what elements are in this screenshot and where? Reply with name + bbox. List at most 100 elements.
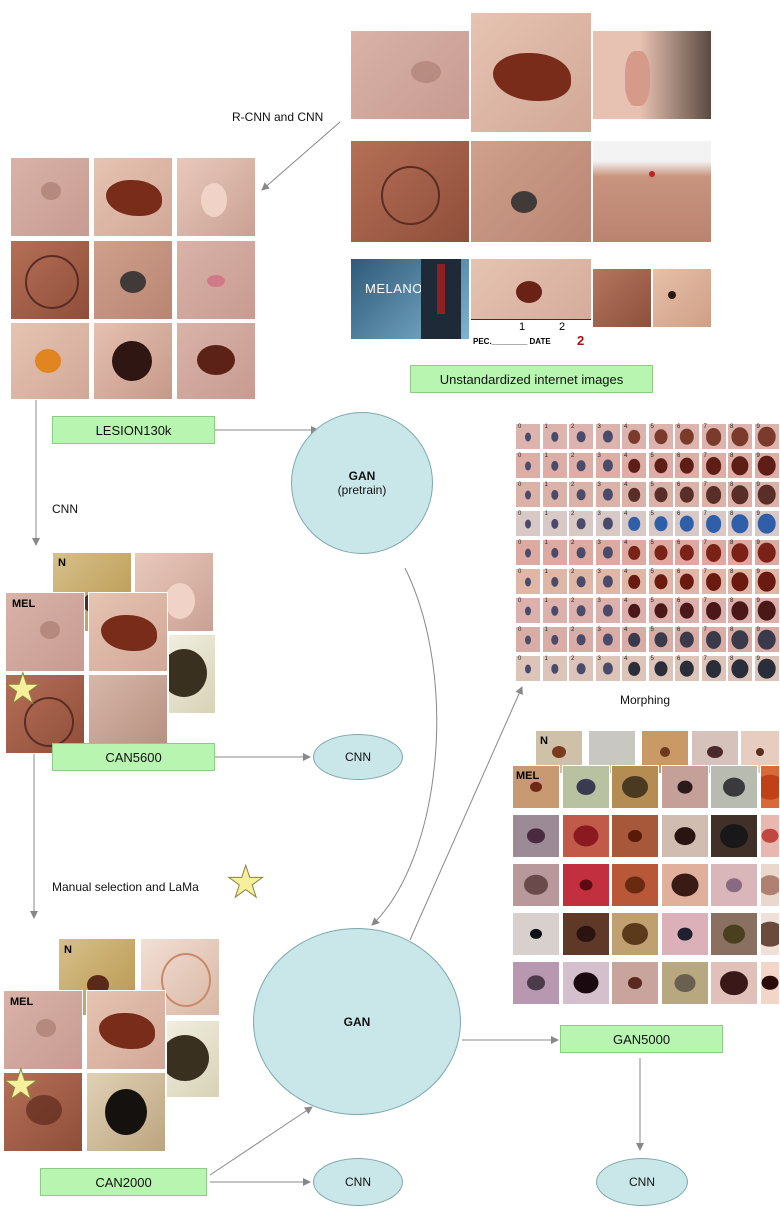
gan5000-sample-tile xyxy=(660,814,709,858)
rcnn-cnn-label: R-CNN and CNN xyxy=(232,110,324,124)
morph-cell-index: 2 xyxy=(571,453,575,459)
morph-cell-index: 4 xyxy=(624,453,628,459)
morph-cell: 2 xyxy=(568,423,594,450)
morph-cell-index: 9 xyxy=(756,656,760,662)
morph-cell: 4 xyxy=(621,481,647,508)
gan5000-sample-tile xyxy=(710,863,758,907)
internet-image-face-1 xyxy=(592,268,652,328)
can2000-star-icon: ★ xyxy=(2,1061,41,1108)
morph-cell-index: 3 xyxy=(597,598,601,604)
morph-cell: 2 xyxy=(568,510,594,537)
morph-cell-index: 5 xyxy=(650,569,654,575)
ruler-date-mark: 2 xyxy=(577,333,585,348)
lesion-tile-4 xyxy=(10,240,90,320)
morph-cell: 3 xyxy=(594,423,621,450)
arrow-internet-to-lesion xyxy=(261,121,341,191)
morph-cell: 8 xyxy=(727,452,753,479)
morph-cell-index: 7 xyxy=(703,540,707,546)
gan5000-sample-tile xyxy=(611,912,659,956)
morph-cell: 1 xyxy=(541,539,568,566)
morph-cell: 9 xyxy=(753,655,780,682)
morph-cell-index: 6 xyxy=(677,569,681,575)
morph-cell-index: 7 xyxy=(703,424,707,430)
lesion-tile-3 xyxy=(176,157,256,237)
morph-cell-index: 6 xyxy=(677,511,681,517)
morph-cell-index: 8 xyxy=(730,511,734,517)
morph-cell-index: 3 xyxy=(597,424,601,430)
morph-cell: 1 xyxy=(541,510,568,537)
morph-cell-index: 2 xyxy=(571,511,575,517)
gan5000-sample-tile xyxy=(660,863,709,907)
gan5000-sample-tile xyxy=(759,961,780,1005)
morph-cell: 3 xyxy=(594,539,621,566)
morph-cell: 0 xyxy=(515,452,541,479)
morph-cell-index: 0 xyxy=(518,598,522,604)
morph-cell-index: 4 xyxy=(624,656,628,662)
morph-cell-index: 8 xyxy=(730,453,734,459)
morph-cell-index: 8 xyxy=(730,540,734,546)
lesion-tile-1 xyxy=(10,157,90,237)
can5600-label: CAN5600 xyxy=(52,743,215,771)
morph-cell-index: 0 xyxy=(518,569,522,575)
morph-cell-index: 2 xyxy=(571,598,575,604)
morph-cell: 8 xyxy=(727,481,753,508)
morph-cell-index: 7 xyxy=(703,598,707,604)
morph-cell: 5 xyxy=(647,568,674,595)
can2000-mel-tile xyxy=(3,990,83,1070)
can2000-label: CAN2000 xyxy=(40,1168,207,1196)
gan5000-sample-tile xyxy=(660,961,709,1005)
morph-cell: 0 xyxy=(515,481,541,508)
morph-cell-index: 9 xyxy=(756,569,760,575)
morph-cell: 9 xyxy=(753,423,780,450)
internet-image-6 xyxy=(592,140,712,243)
gan-pretrain-title: GAN xyxy=(348,469,376,483)
morph-cell-index: 8 xyxy=(730,482,734,488)
can2000-tile-5 xyxy=(166,1020,220,1098)
morph-cell: 3 xyxy=(594,481,621,508)
gan5000-sample-tile xyxy=(561,863,610,907)
gan5000-sample-tile xyxy=(759,912,780,956)
internet-image-melanoma-banner: MELANOMA xyxy=(350,258,470,340)
morph-cell: 3 xyxy=(594,568,621,595)
internet-image-face-2 xyxy=(652,268,712,328)
morph-cell: 9 xyxy=(753,539,780,566)
morph-cell-index: 0 xyxy=(518,627,522,633)
morph-cell-index: 2 xyxy=(571,540,575,546)
can5600-tile-4 xyxy=(88,592,168,672)
morph-cell-index: 7 xyxy=(703,482,707,488)
morph-cell: 0 xyxy=(515,423,541,450)
morph-cell: 8 xyxy=(727,423,753,450)
morph-cell: 7 xyxy=(700,597,727,624)
morph-cell: 1 xyxy=(541,655,568,682)
can5600-mel-tag: MEL xyxy=(12,598,36,610)
morph-cell-index: 6 xyxy=(677,656,681,662)
ruler-number-2: 2 xyxy=(559,321,566,333)
morph-cell-index: 4 xyxy=(624,424,628,430)
morph-cell: 3 xyxy=(594,452,621,479)
gan5000-sample-tile xyxy=(561,814,610,858)
morph-cell-index: 2 xyxy=(571,656,575,662)
morph-cell: 5 xyxy=(647,539,674,566)
morph-cell: 5 xyxy=(647,423,674,450)
morph-cell: 6 xyxy=(674,481,700,508)
morph-cell-index: 1 xyxy=(544,656,548,662)
morph-cell-index: 9 xyxy=(756,482,760,488)
morph-cell: 9 xyxy=(753,510,780,537)
gan-node-title: GAN xyxy=(343,1014,371,1029)
morph-cell: 7 xyxy=(700,539,727,566)
can5600-tile-7 xyxy=(88,674,168,754)
morph-cell-index: 1 xyxy=(544,482,548,488)
morph-cell: 2 xyxy=(568,568,594,595)
morph-cell-index: 5 xyxy=(650,453,654,459)
gan5000-sample-tile xyxy=(710,961,758,1005)
morph-cell: 3 xyxy=(594,597,621,624)
morph-cell-index: 5 xyxy=(650,424,654,430)
lesion-tile-2 xyxy=(93,157,173,237)
morph-cell: 8 xyxy=(727,568,753,595)
gan5000-sample-tile xyxy=(561,912,610,956)
morphing-label: Morphing xyxy=(620,693,671,707)
morph-cell-index: 6 xyxy=(677,540,681,546)
